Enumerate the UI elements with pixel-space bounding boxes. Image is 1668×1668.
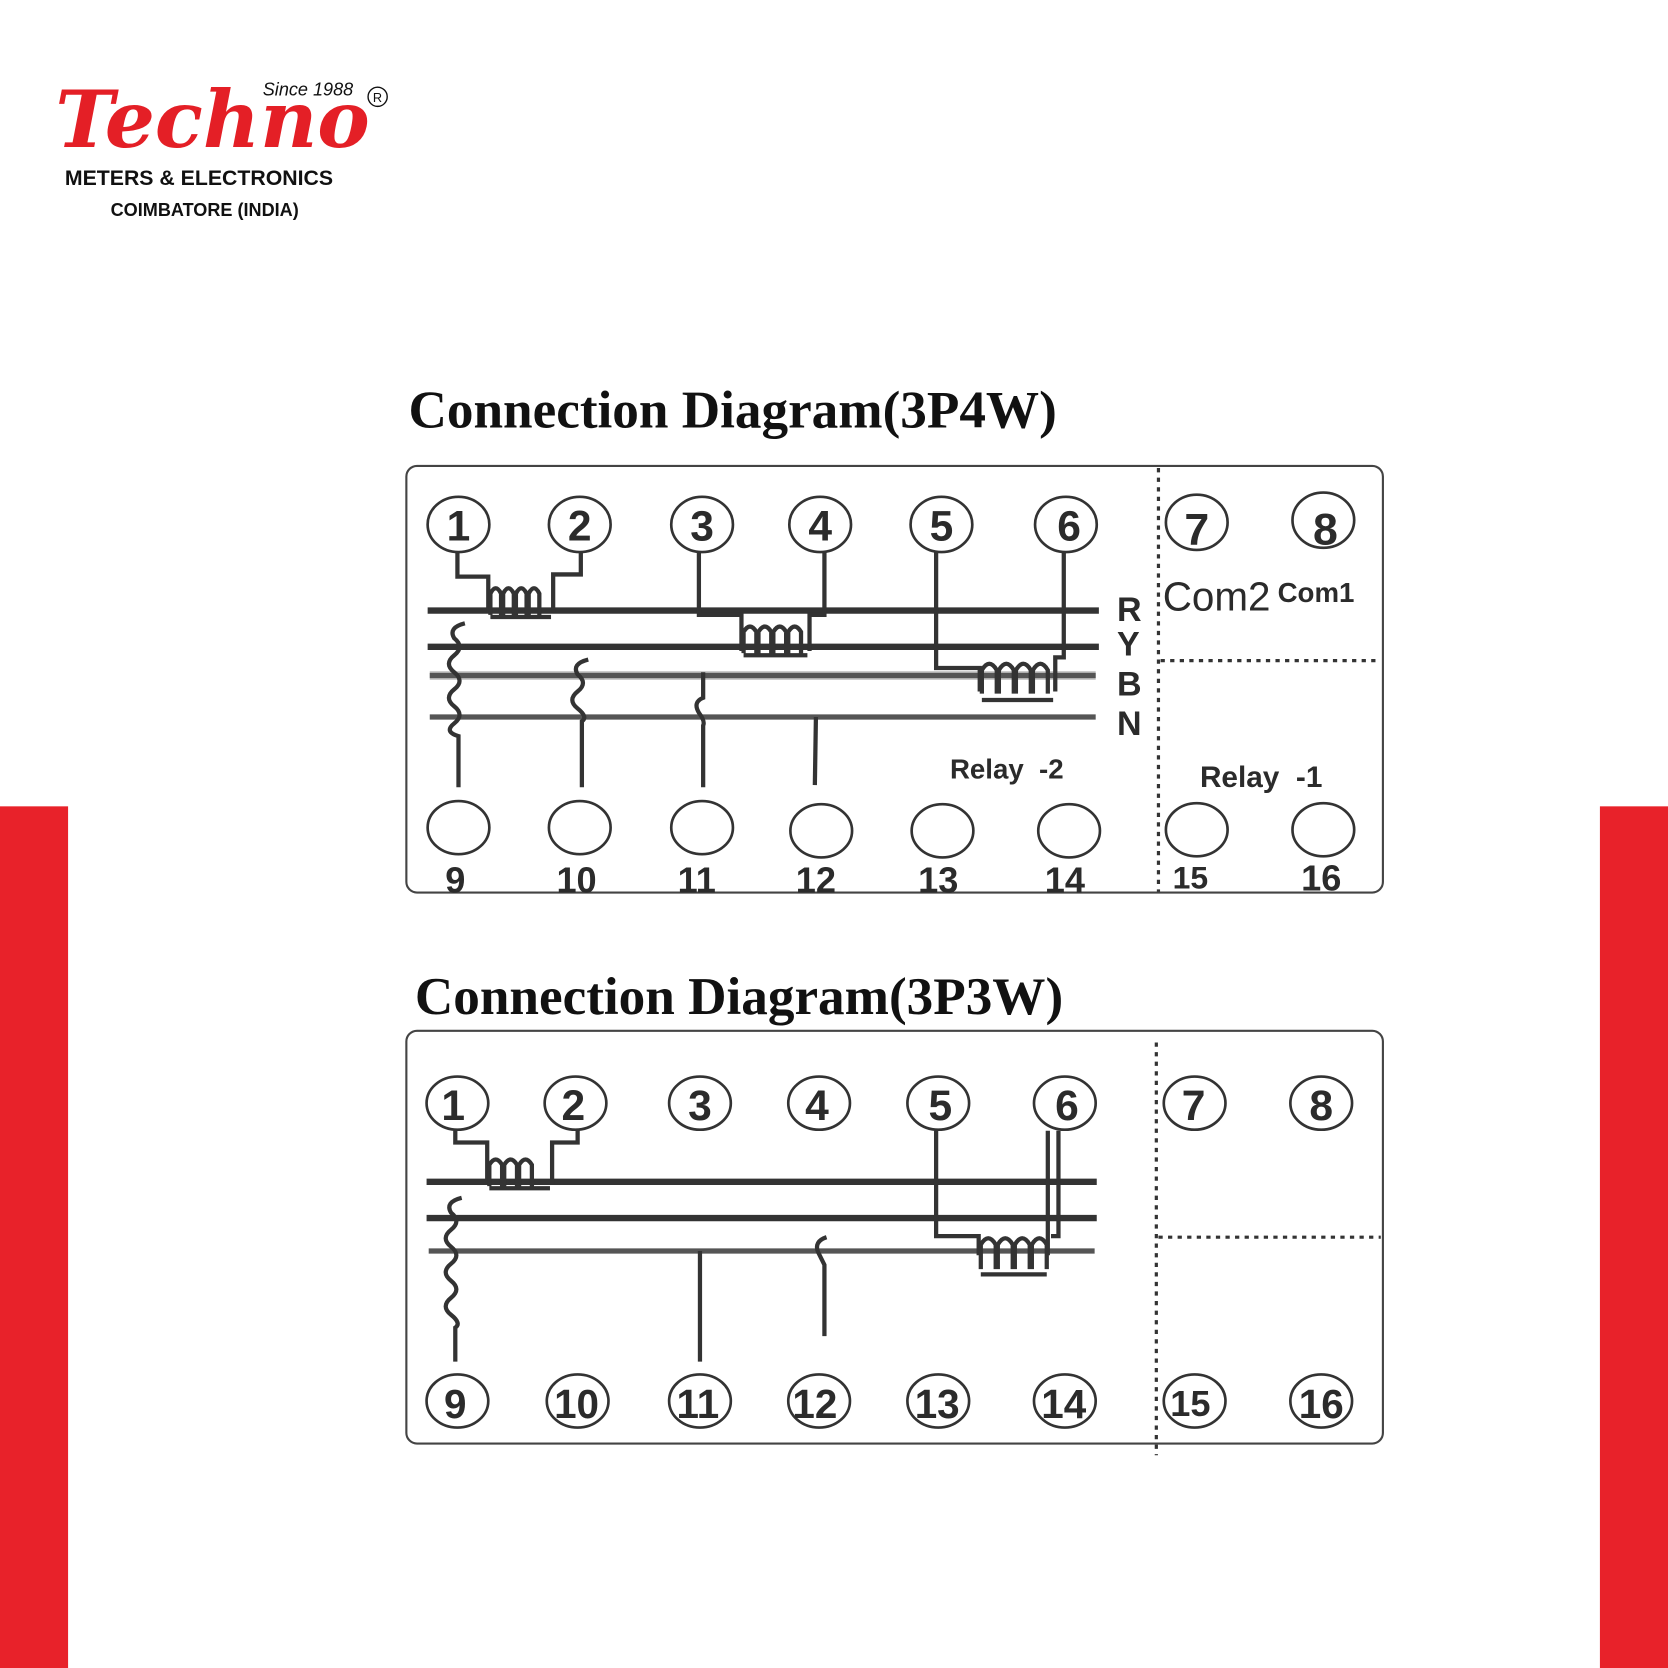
com1-label: Com1 [1278,577,1355,608]
bottom-terminals-3p4w: 9 10 11 12 13 14 15 16 [426,799,1356,901]
ct-wire-1-2-b [453,1128,580,1184]
svg-text:R: R [1117,591,1142,629]
diagram-3p4w-title: Connection Diagram(3P4W) [408,381,1056,440]
terminal-13-b: 13 [915,1381,960,1427]
terminal-14-b: 14 [1041,1381,1086,1427]
terminal-6: 6 [1057,502,1081,550]
terminal-15: 15 [1173,859,1209,895]
svg-text:B: B [1117,666,1142,704]
terminal-8-b: 8 [1309,1082,1333,1130]
top-terminals-3p4w: 1 2 3 4 5 6 7 8 [426,491,1356,555]
brand-location: COIMBATORE (INDIA) [111,200,299,220]
terminal-2-b: 2 [562,1082,586,1130]
terminal-2: 2 [568,502,592,550]
terminal-1: 1 [447,502,471,550]
brand-since: Since 1988 [263,80,353,100]
terminal-11-b: 11 [676,1381,719,1427]
terminal-3: 3 [690,502,714,550]
terminal-3-b: 3 [688,1082,712,1130]
diagram-3p4w: R Y B N 1 2 3 4 5 6 7 8 Com2 Com1 Relay … [405,464,1384,901]
terminal-block-3p3w [405,1029,1384,1445]
ct-coil-5-6-b [978,1236,1049,1277]
terminal-4: 4 [808,502,832,550]
terminal-11: 11 [678,860,716,901]
brand-tagline: METERS & ELECTRONICS [65,166,333,190]
terminal-8: 8 [1313,506,1338,555]
terminal-12: 12 [796,860,836,901]
ct-coil-1-2 [488,586,552,620]
terminal-5: 5 [930,502,954,550]
svg-text:Y: Y [1117,625,1140,663]
diagram-3p3w: 1 2 3 4 5 6 7 8 9 10 11 12 13 14 15 16 [405,1029,1384,1456]
terminal-10: 10 [556,860,596,901]
terminal-7-b: 7 [1182,1082,1206,1130]
diagram-3p3w-title: Connection Diagram(3P3W) [415,967,1063,1026]
terminal-10-b: 10 [554,1381,599,1427]
terminal-4-b: 4 [805,1082,829,1130]
terminal-9-b: 9 [444,1381,466,1427]
lead-12-b [814,1235,828,1337]
right-red-bar [1599,806,1668,1668]
bottom-terminals-3p3w: 9 10 11 12 13 14 15 16 [425,1373,1354,1429]
svg-text:N: N [1117,705,1142,743]
terminal-6-b: 6 [1055,1082,1079,1130]
voltage-lead-10 [570,657,589,788]
voltage-lead-9-b [443,1195,463,1362]
terminal-15-b: 15 [1170,1383,1210,1424]
voltage-lead-11 [694,672,706,788]
terminal-16: 16 [1301,857,1341,898]
com2-label: Com2 [1163,574,1271,620]
terminal-14: 14 [1045,860,1085,901]
top-terminals-3p3w: 1 2 3 4 5 6 7 8 [425,1075,1354,1132]
ct-coil-3-4 [741,624,808,658]
relay-2-label: Relay -2 [950,754,1064,785]
terminal-12-b: 12 [792,1381,837,1427]
brand-logo: Techno Since 1988 R METERS & ELECTRONICS… [55,73,388,220]
terminal-13: 13 [918,860,958,901]
left-red-bar [0,806,69,1668]
terminal-7: 7 [1184,506,1209,555]
neutral-lead-12 [812,716,819,786]
relay-1-label: Relay -1 [1200,761,1322,794]
phase-labels: R Y B N [1117,591,1142,743]
terminal-1-b: 1 [441,1082,465,1130]
terminal-9: 9 [445,860,465,901]
terminal-5-b: 5 [929,1082,953,1130]
svg-text:R: R [373,90,382,105]
brand-name: Techno [55,73,369,166]
voltage-lead-9 [446,621,466,788]
terminal-16-b: 16 [1299,1381,1344,1427]
ct-coil-5-6 [979,661,1054,703]
ct-coil-1-2-b [487,1157,550,1191]
registered-icon [367,86,388,108]
